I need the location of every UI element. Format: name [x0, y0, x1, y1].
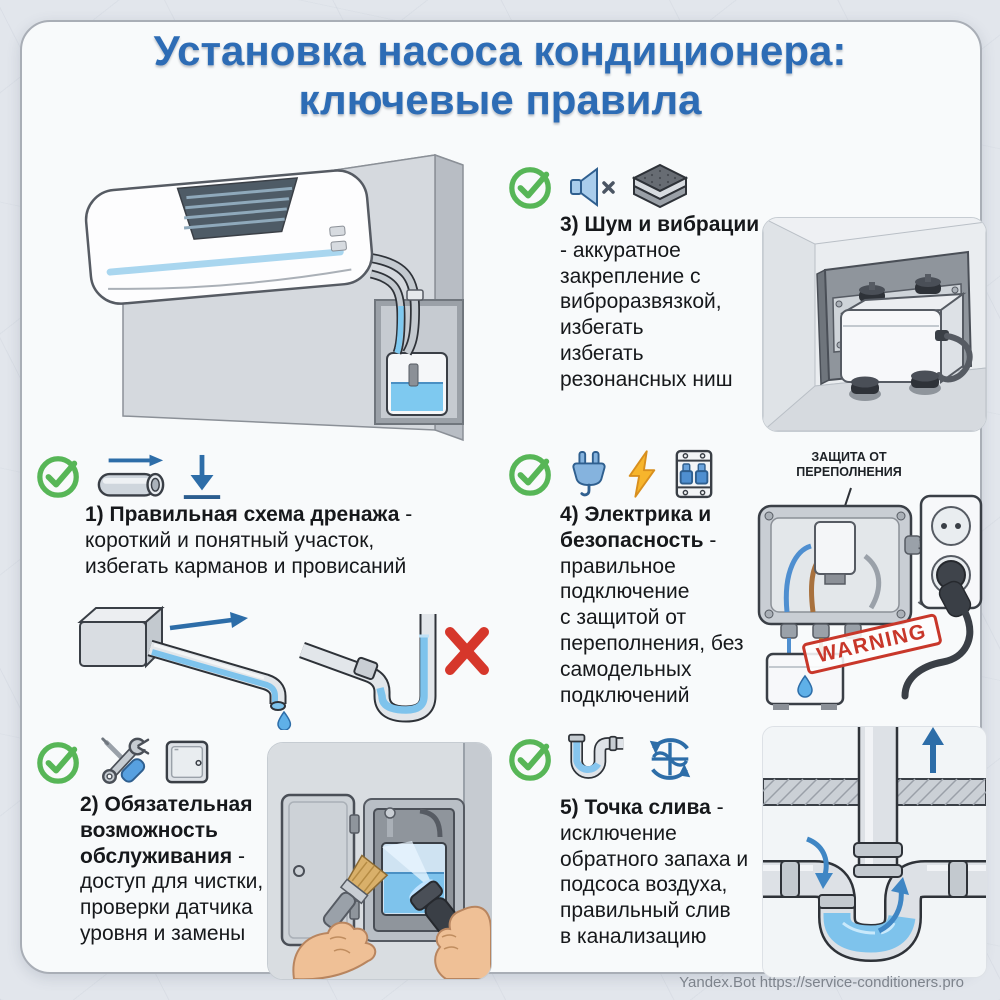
display-button — [330, 240, 347, 252]
display-button — [329, 225, 346, 237]
section1-body: - короткий и понятный участок, избегать … — [85, 503, 413, 578]
cleaning-brush — [322, 854, 389, 929]
check-circle-icon — [37, 456, 79, 498]
screwdriver-handle — [120, 758, 146, 783]
junction-box — [757, 504, 962, 639]
section4-icons — [508, 449, 715, 499]
section5-text: 5) Точка слива - исключение обратного за… — [560, 795, 770, 950]
blue-wire — [783, 543, 812, 613]
ac-indoor-unit — [84, 169, 374, 305]
tube-connector — [406, 289, 424, 301]
ac-unit-illustration — [35, 140, 490, 445]
check-circle-icon — [37, 742, 79, 784]
pump-water — [391, 383, 443, 411]
circuit-breaker-icon — [675, 449, 713, 499]
lightning-icon — [628, 450, 656, 498]
section5-heading: 5) Точка слива — [560, 796, 711, 819]
check-circle-icon — [509, 739, 551, 781]
pipe-flange — [568, 733, 586, 743]
section2-body: - доступ для чистки, проверки датчика ур… — [80, 844, 264, 946]
level-sensor — [408, 363, 419, 387]
plug-cable — [901, 608, 974, 700]
drain-point-illustration — [762, 726, 987, 978]
section1-icons — [36, 450, 224, 502]
gray-wire — [863, 554, 882, 610]
fan-window — [176, 177, 299, 240]
flow-arrow — [169, 617, 233, 631]
overflow-switch — [814, 521, 856, 575]
check-circle-icon — [509, 454, 551, 496]
section4-body: - правильное подключение с защитой от пе… — [560, 528, 744, 707]
section1-text: 1) Правильная схема дренажа - короткий и… — [85, 502, 495, 579]
pump-cable — [936, 333, 973, 383]
water-drop — [277, 710, 292, 730]
vibration-damper-bottom — [849, 370, 941, 401]
section5-body: - исключение обратного запаха и подсоса … — [560, 796, 749, 949]
hand-fingers — [441, 934, 459, 950]
hand-fingers — [329, 936, 351, 954]
flow-arrow-down — [805, 836, 829, 876]
credit-text: Yandex.Bot https://service-conditioners.… — [679, 974, 964, 991]
section3-heading: 3) Шум и вибрации — [560, 213, 760, 236]
pipe-coupling — [948, 860, 968, 898]
correct-drainage — [77, 605, 292, 730]
section5-icons — [508, 733, 696, 785]
fan-slats — [183, 186, 293, 230]
service-access-illustration — [267, 742, 492, 980]
section2-icons — [36, 735, 210, 789]
pad-texture-dots — [643, 169, 677, 187]
section2-text: 2) Обязательная возможность обслуживания… — [80, 792, 285, 947]
section4-heading: 4) Электрика и безопасность — [560, 503, 712, 552]
hand-right — [434, 905, 491, 979]
pump-vibration-illustration — [762, 217, 987, 432]
pipe-coupling — [780, 860, 800, 898]
electrical-illustration: ЗАЩИТА ОТ ПЕРЕПОЛНЕНИЯ WARNING — [753, 448, 988, 713]
page-title: Установка насоса кондиционера: ключевые … — [153, 27, 847, 124]
wall-outlet — [901, 494, 983, 700]
pipe-coupling — [353, 656, 379, 681]
wrong-drainage — [299, 614, 489, 723]
vent-flap — [108, 268, 352, 290]
section3-text: 3) Шум и вибрации - аккуратное закреплен… — [560, 212, 770, 393]
drain-pipe-icon — [97, 454, 165, 497]
tube2-water — [394, 305, 404, 355]
red-x-mark — [445, 627, 489, 675]
water-drop — [797, 674, 813, 698]
access-panel-icon — [165, 740, 209, 784]
muted-speaker-icon — [570, 167, 615, 207]
pipe-flange — [853, 864, 903, 878]
section3-icons — [508, 163, 688, 211]
trap-nut — [818, 894, 856, 909]
drainage-scheme-illustration — [50, 592, 490, 730]
section1-heading: 1) Правильная схема дренажа — [85, 503, 400, 526]
pump-front-face — [840, 309, 942, 383]
blue-accent-stripe — [106, 248, 344, 276]
air-circulation-icon — [649, 738, 691, 780]
trap-water — [823, 913, 916, 953]
section3-body: - аккуратное закрепление с виброразвязко… — [560, 238, 733, 391]
overflow-protection-label: ЗАЩИТА ОТ ПЕРЕПОЛНЕНИЯ — [796, 450, 902, 479]
check-circle-icon — [509, 167, 551, 209]
slope-arrow-icon — [183, 454, 221, 499]
section4-text: 4) Электрика и безопасность - правильное… — [560, 502, 770, 709]
section2-heading: 2) Обязательная возможность обслуживания — [80, 793, 253, 868]
p-trap-icon — [568, 733, 624, 779]
pipe-ring — [608, 735, 618, 752]
tube-gray — [370, 254, 419, 355]
vertical-drain-pipe — [853, 727, 903, 878]
plug-icon — [572, 451, 606, 497]
vibration-pad-icon — [632, 163, 688, 209]
flashlight-beam — [382, 841, 436, 893]
flow-arrow-up — [877, 888, 904, 934]
pipe-coupling — [853, 842, 903, 858]
tools-icon — [101, 737, 151, 784]
